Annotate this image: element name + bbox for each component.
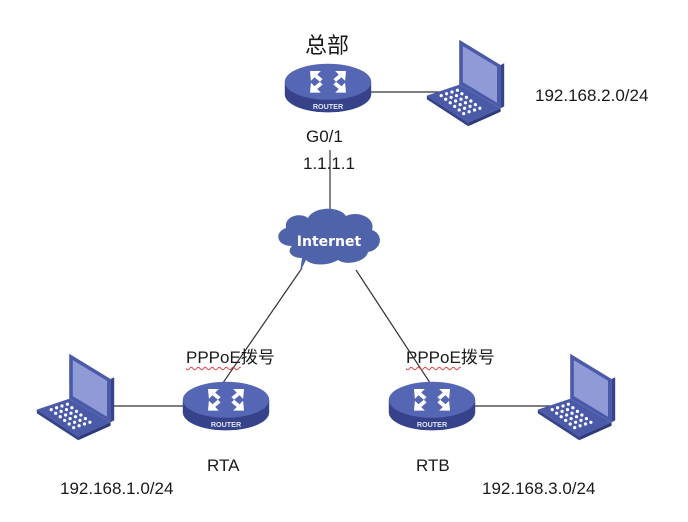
- rtb-lan-label: 192.168.3.0/24: [482, 479, 596, 498]
- hq-ip-label: 1.1.1.1: [303, 154, 355, 173]
- rta-dial-text: 拨号: [240, 348, 275, 368]
- laptop-rta-icon[interactable]: [36, 353, 115, 441]
- router-rtb-icon[interactable]: [388, 381, 476, 431]
- hq-interface-label: G0/1: [306, 127, 343, 146]
- laptop-rtb-icon[interactable]: [537, 353, 616, 441]
- rtb-name-label: RTB: [416, 456, 450, 475]
- link-internet-rtb: [355, 269, 437, 393]
- hq-title: 总部: [305, 34, 350, 59]
- hq-lan-label: 192.168.2.0/24: [535, 86, 649, 105]
- rta-name-label: RTA: [207, 456, 240, 475]
- rtb-dial-text: 拨号: [460, 348, 495, 368]
- router-rta-icon[interactable]: [182, 381, 270, 431]
- internet-cloud-icon[interactable]: Internet: [278, 208, 380, 272]
- rta-dial-protocol: PPPoE: [186, 348, 241, 367]
- router-hq-icon[interactable]: [284, 63, 372, 113]
- internet-label: Internet: [297, 234, 362, 250]
- rtb-dial-protocol: PPPoE: [406, 348, 461, 367]
- rta-dial-label: PPPoE拨号: [186, 349, 275, 367]
- rta-lan-label: 192.168.1.0/24: [60, 479, 174, 498]
- link-internet-rta: [215, 267, 303, 394]
- rtb-dial-label: PPPoE拨号: [406, 349, 495, 367]
- laptop-hq-icon[interactable]: [426, 39, 505, 127]
